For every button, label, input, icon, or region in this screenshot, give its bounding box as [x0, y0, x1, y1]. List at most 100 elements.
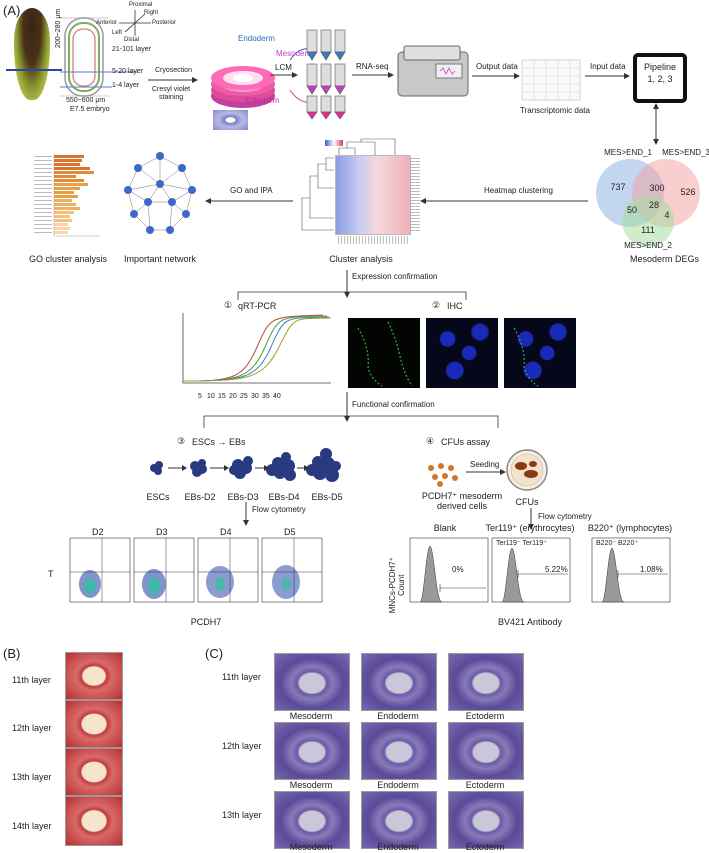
panel-b-label: (B): [3, 646, 21, 661]
go-bar: [54, 223, 68, 226]
network-graph: [124, 152, 196, 234]
ihc-num: ②: [432, 300, 441, 310]
arrow-heatmap: [420, 198, 588, 204]
go-term-label: [34, 164, 52, 165]
go-term-label: [34, 188, 52, 189]
panel-c-label: (C): [205, 646, 224, 661]
venn-set2-label: MES>END_3: [662, 148, 709, 157]
panel-c-row-11: 11th layer: [222, 672, 261, 682]
heatmap: [335, 155, 411, 235]
expression-confirmation-label: Expression confirmation: [352, 272, 438, 281]
ish-section-r1-c2: [361, 653, 437, 711]
bracket-functional: [203, 415, 499, 428]
stage-d2: EBs-D2: [184, 492, 216, 502]
ish-section-r2-c3: [448, 722, 524, 780]
cryosection-label: Cryosection: [155, 67, 192, 74]
venn-s13: 50: [626, 205, 638, 215]
arrow-output: [472, 73, 520, 79]
pipeline-line2: 1, 2, 3: [647, 74, 673, 84]
go-bar: [54, 231, 68, 234]
pcdh7-cells-icon: [428, 463, 458, 487]
cfus-label: CFUs: [515, 497, 539, 507]
arrow-expression: [344, 270, 350, 298]
mesoderm-label: Mesoderm: [276, 49, 314, 58]
panel-c-row-12: 12th layer: [222, 741, 262, 751]
sequencer-icon: [397, 45, 469, 97]
ihc-blue-image: [426, 318, 498, 388]
axis-proximal: Proximal: [129, 2, 153, 8]
panel-c-col-label-8: Endoderm: [377, 842, 419, 852]
cfu-num: ④: [426, 436, 435, 446]
qpcr-tick-6: 30: [251, 393, 259, 400]
go-bar: [54, 211, 74, 214]
important-network-label: Important network: [123, 254, 197, 264]
bracket-expression: [237, 291, 467, 300]
panel-c-col-label-4: Mesoderm: [289, 780, 333, 790]
axis-distal: Distal: [124, 37, 140, 43]
go-bar: [54, 175, 76, 178]
qpcr-tick-2: 10: [207, 393, 215, 400]
qpcr-tick-4: 20: [229, 393, 237, 400]
flow-plot-d3: [133, 537, 195, 603]
hist-title-blank: Blank: [433, 523, 457, 533]
axis-left: Left: [112, 30, 123, 36]
rnaseq-label: RNA-seq: [356, 62, 389, 71]
ectoderm-label: Ectoderm: [245, 96, 280, 105]
go-term-label: [34, 172, 52, 173]
go-term-label: [34, 184, 52, 185]
qrt-label: qRT-PCR: [238, 301, 277, 311]
venn-only3: 111: [641, 225, 655, 235]
stage-d5: EBs-D5: [311, 492, 343, 502]
hist-title-ter119: Ter119⁺ (erythrocytes): [485, 523, 575, 533]
functional-confirmation-label: Functional confirmation: [352, 400, 435, 409]
ihc-green-image: [348, 318, 420, 388]
qpcr-tick-5: 25: [240, 393, 248, 400]
go-bar-chart: [34, 154, 100, 237]
go-bar: [54, 215, 70, 218]
ish-section-r3-c3: [448, 791, 524, 849]
heatmap-top-dendrogram: [338, 138, 396, 155]
axis-anterior: Anterior: [96, 20, 118, 26]
ish-section-r1-c3: [448, 653, 524, 711]
go-term-label: [34, 168, 52, 169]
go-term-label: [34, 224, 52, 225]
go-bar: [54, 159, 82, 162]
endoderm-label: Endoderm: [238, 34, 275, 43]
venn-set1-label: MES>END_1: [604, 148, 652, 157]
stage-esc: ESCs: [146, 492, 170, 502]
go-bar: [54, 203, 76, 206]
input-label: Input data: [590, 62, 626, 71]
stage-label: E7.5 embryo: [70, 106, 110, 113]
ish-section-r3-c2: [361, 791, 437, 849]
seeding-label: Seeding: [470, 460, 500, 469]
arrow-flow-right: [528, 508, 534, 530]
go-bar: [54, 195, 78, 198]
tube-rack: [306, 29, 346, 120]
embryo-photo: [14, 8, 50, 100]
arrow-go-ipa: [205, 198, 293, 204]
flow-day-d2: D2: [92, 527, 104, 537]
panel-c-col-label-5: Endoderm: [377, 780, 419, 790]
go-term-label: [34, 176, 52, 177]
go-term-label: [34, 216, 52, 217]
flow-day-d3: D3: [156, 527, 168, 537]
ish-section-r2-c2: [361, 722, 437, 780]
panel-c-col-label-7: Mesoderm: [289, 842, 333, 852]
pipeline-line1: Pipeline: [643, 62, 677, 72]
petri-dish-icon: [506, 449, 548, 491]
go-bar: [54, 183, 88, 186]
heatmap-dendrogram: [301, 157, 334, 231]
panel-c-col-label-9: Ectoderm: [465, 842, 505, 852]
venn-diagram: [596, 159, 700, 247]
qpcr-tick-7: 35: [262, 393, 270, 400]
flow-left-ylabel: T: [48, 569, 54, 579]
qpcr-tick-8: 40: [273, 393, 281, 400]
go-bar: [54, 207, 80, 210]
histogram-blank: [409, 537, 489, 603]
he-section-14: [65, 796, 123, 846]
qpcr-tick-3: 15: [218, 393, 226, 400]
hist-gate-ter119: Ter119⁻ Ter119⁺: [496, 540, 547, 547]
panel-a-label: (A): [3, 3, 21, 18]
go-bar: [54, 179, 84, 182]
go-term-label: [34, 212, 52, 213]
